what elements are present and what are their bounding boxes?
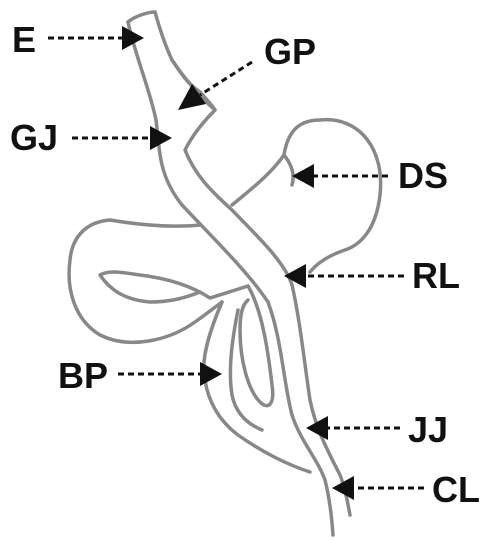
arrowhead-ds bbox=[292, 164, 314, 188]
label-ds: DS bbox=[398, 155, 448, 196]
label-jj: JJ bbox=[408, 409, 448, 450]
biliopancreatic-limb-wall bbox=[204, 302, 310, 472]
biliopancreatic-outer-loop bbox=[69, 220, 222, 342]
label-e: E bbox=[12, 19, 36, 60]
label-rl: RL bbox=[412, 255, 460, 296]
biliopancreatic-inner-loop bbox=[100, 272, 248, 302]
organ-outline bbox=[69, 12, 381, 535]
arrowhead-rl bbox=[284, 264, 306, 288]
labels: E GP GJ DS RL BP JJ CL bbox=[10, 19, 480, 510]
label-gj: GJ bbox=[10, 117, 58, 158]
roux-limb-right-wall bbox=[292, 285, 350, 515]
label-bp: BP bbox=[58, 355, 108, 396]
duodenal-stump-loop bbox=[232, 120, 381, 272]
label-gp: GP bbox=[264, 31, 316, 72]
gastric-pouch-tip bbox=[128, 12, 155, 22]
arrowhead-bp bbox=[200, 362, 222, 386]
pointer-gp bbox=[200, 62, 252, 95]
label-cl: CL bbox=[432, 469, 480, 510]
duodenal-stump-inner bbox=[284, 155, 293, 185]
arrowhead-gj bbox=[150, 126, 172, 150]
